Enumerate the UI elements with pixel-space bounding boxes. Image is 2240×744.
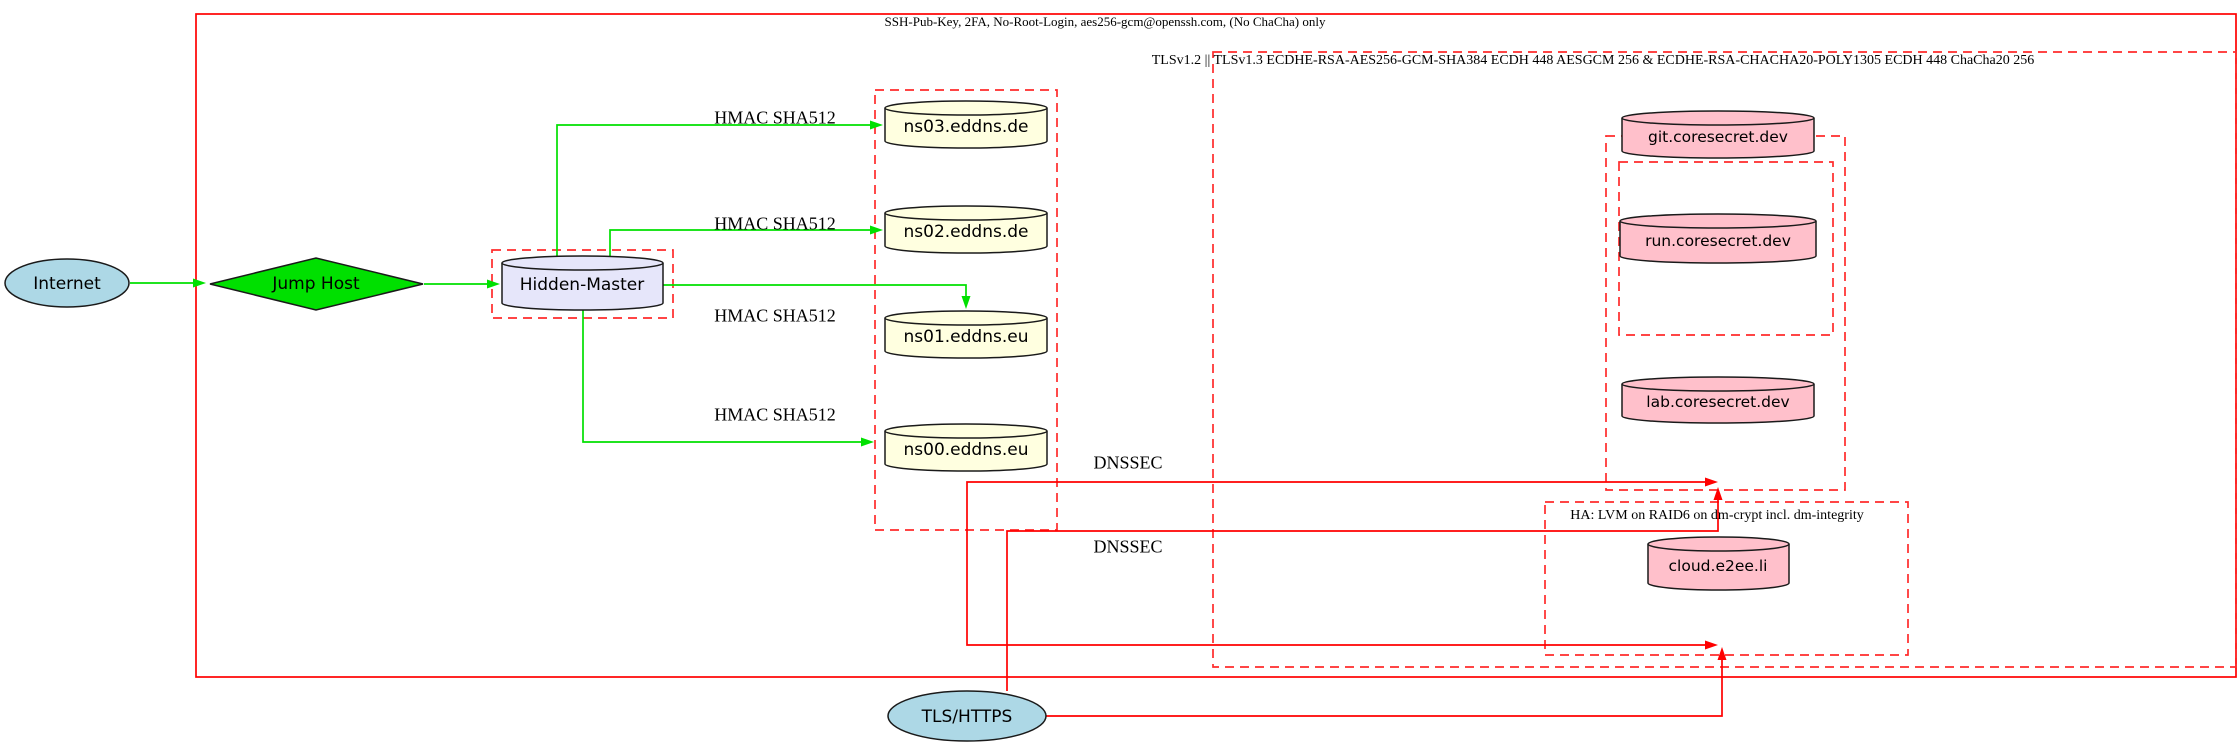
cylinders (501, 100, 1817, 591)
arrowhead-tls-coresecret (1713, 487, 1723, 500)
jump-host-node-label: Jump Host (272, 274, 360, 294)
edge-hiddenmaster-ns01 (663, 284, 967, 297)
ha-cluster-box (1544, 501, 1909, 656)
ns01-cylinder (884, 318, 1048, 359)
ns00-cylinder-top (884, 423, 1048, 439)
run-cylinder-top (1619, 213, 1817, 229)
lab-node-label: lab.coresecret.dev (1646, 393, 1790, 411)
ns03-node-label: ns03.eddns.de (903, 117, 1029, 137)
ns00-cylinder (884, 431, 1048, 472)
cloud-node-label: cloud.e2ee.li (1668, 557, 1768, 575)
coresecret-cluster-box (1605, 135, 1846, 491)
edge-tls-coresecret (1006, 499, 1719, 691)
arrowhead-dnssec-coresecret (1705, 477, 1718, 487)
arrowhead-ns00 (861, 437, 874, 447)
hmac-sha512-label-1: HMAC SHA512 (714, 107, 836, 128)
hmac-sha512-label-2: HMAC SHA512 (714, 213, 836, 234)
ns03-cylinder (884, 108, 1048, 149)
ns01-node-label: ns01.eddns.eu (903, 327, 1029, 347)
tls-https-node-label: TLS/HTTPS (921, 707, 1013, 727)
edge-hiddenmaster-ns03 (556, 124, 871, 256)
internet-ellipse (4, 258, 130, 308)
arrowhead-jumphost (193, 278, 206, 288)
red-arrowheads (1705, 477, 1727, 660)
ssh-cluster-label: SSH-Pub-Key, 2FA, No-Root-Login, aes256-… (884, 14, 1326, 29)
jump-host-diamond (209, 257, 424, 311)
git-cylinder (1621, 118, 1815, 159)
hidden-master-cluster-box (491, 249, 674, 319)
hmac-sha512-label-4: HMAC SHA512 (714, 404, 836, 425)
green-arrowheads (193, 120, 971, 447)
cloud-cylinder-top (1647, 536, 1790, 552)
red-edges (966, 481, 1723, 717)
dnssec-label-1: DNSSEC (1093, 452, 1163, 473)
internet-node-label: Internet (33, 274, 101, 294)
lab-cylinder-top (1621, 376, 1815, 392)
ns02-node-label: ns02.eddns.de (903, 222, 1029, 242)
cloud-cylinder (1647, 544, 1790, 591)
arrowhead-ns02 (870, 225, 883, 235)
edge-dnssec-coresecret (966, 481, 1705, 530)
ha-cluster-label: HA: LVM on RAID6 on dm-crypt incl. dm-in… (1570, 508, 1864, 523)
edge-tls-ha (1046, 659, 1723, 717)
arrowhead-ns01 (961, 296, 971, 309)
green-edges (130, 124, 967, 443)
eddns-cluster-box (874, 89, 1058, 531)
ns00-node-label: ns00.eddns.eu (903, 440, 1029, 460)
dnssec-label-2: DNSSEC (1093, 536, 1163, 557)
tls-https-ellipse (887, 690, 1047, 742)
edge-hiddenmaster-ns02 (609, 229, 871, 256)
hidden-master-node-label: Hidden-Master (519, 275, 645, 295)
arrowhead-dnssec-ha (1705, 640, 1718, 650)
ns02-cylinder (884, 213, 1048, 254)
hmac-sha512-label-3: HMAC SHA512 (714, 305, 836, 326)
git-node-label: git.coresecret.dev (1648, 128, 1788, 146)
ns01-cylinder-top (884, 310, 1048, 326)
run-node-label: run.coresecret.dev (1645, 232, 1791, 250)
ns02-cylinder-top (884, 205, 1048, 221)
arrowhead-ns03 (870, 120, 883, 130)
tls-cluster-box (1212, 51, 2237, 668)
git-cylinder-top (1621, 110, 1815, 126)
arrowhead-tls-ha (1717, 647, 1727, 660)
hidden-master-cylinder (501, 263, 664, 311)
lab-cylinder (1621, 384, 1815, 424)
edge-dnssec-ha (966, 530, 1705, 646)
gitrun-cluster-box (1618, 161, 1834, 336)
tls-cluster-label: TLSv1.2 || TLSv1.3 ECDHE-RSA-AES256-GCM-… (1151, 53, 2035, 68)
arrowhead-hiddenmaster (487, 279, 500, 289)
ssh-cluster-box (195, 13, 2237, 678)
ns03-cylinder-top (884, 100, 1048, 116)
run-cylinder (1619, 221, 1817, 264)
hidden-master-cylinder-top (501, 255, 664, 271)
edge-hiddenmaster-ns00 (582, 309, 863, 443)
